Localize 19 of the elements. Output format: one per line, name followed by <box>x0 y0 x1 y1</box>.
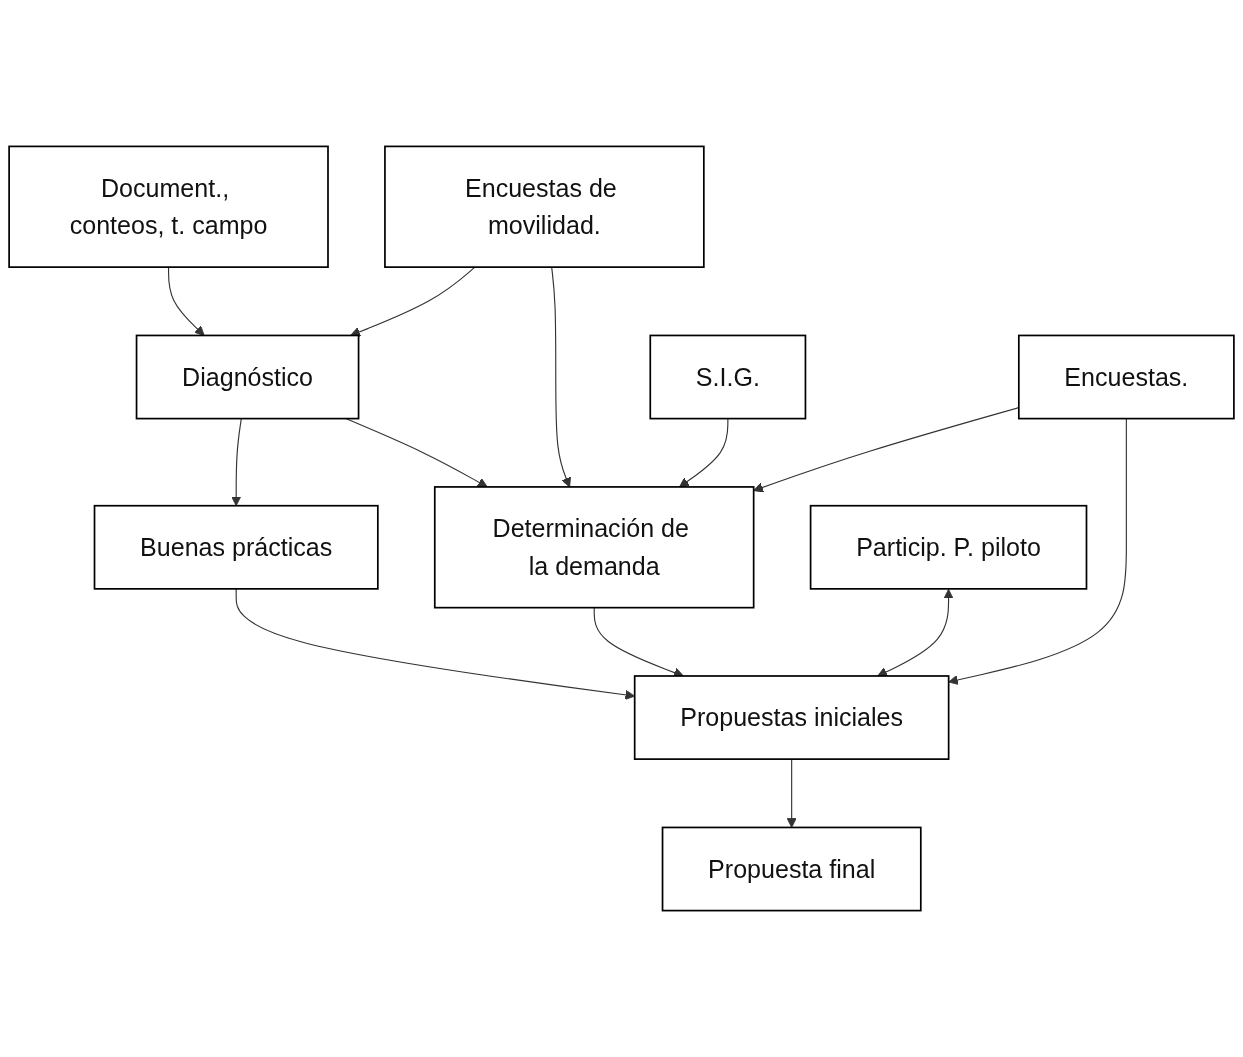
node-box: Particip. P. piloto <box>809 504 1088 590</box>
arrow <box>786 758 797 828</box>
node-box: Propuesta final <box>661 826 922 912</box>
arrow <box>551 266 571 488</box>
arrow <box>679 418 729 488</box>
arrow <box>877 588 954 677</box>
arrow <box>231 418 242 507</box>
node-box: Document., conteos, t. campo <box>8 145 329 268</box>
node-box: Encuestas. <box>1017 334 1235 420</box>
node-box: Encuestas de movilidad. <box>384 145 705 268</box>
node-box: S.I.G. <box>649 334 807 420</box>
arrow <box>168 266 205 336</box>
node-box: Propuestas iniciales <box>633 675 950 760</box>
node-box: Determinación de la demanda <box>433 486 755 609</box>
node-box: Buenas prácticas <box>93 504 379 590</box>
arrow <box>350 266 476 337</box>
arrow <box>948 418 1127 685</box>
arrow <box>345 418 488 488</box>
node-box: Diagnóstico <box>135 334 360 420</box>
